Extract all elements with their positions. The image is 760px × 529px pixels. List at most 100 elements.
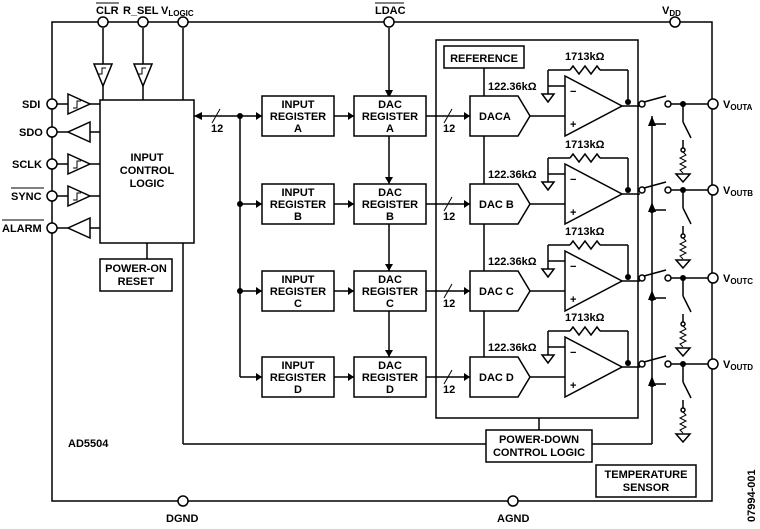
sdi-pin-label: SDI [22, 99, 40, 111]
channel-c-analog: DAC C − + 1713kΩ 122.36kΩ VOUTC [469, 226, 753, 358]
svg-text:+: + [570, 380, 576, 392]
input-register-c-label-3: C [294, 298, 302, 310]
alarm-pin-label: ALARM [2, 223, 42, 235]
sync-pin-label: SYNC [11, 191, 42, 203]
input-register-c-label-1: INPUT [282, 274, 315, 286]
temp-label-2: SENSOR [623, 482, 670, 494]
clr-buffer [92, 63, 114, 100]
sync-pin: SYNC [11, 184, 100, 208]
opamp-c [564, 249, 624, 313]
svg-text:−: − [570, 347, 576, 359]
dac-register-b [353, 183, 427, 225]
channel-b-registers: INPUT REGISTER B DAC REGISTER B 12 [237, 183, 470, 225]
dac-register-c-label-1: DAC [378, 274, 402, 286]
feedback-resistor-a-label: 1713kΩ [565, 51, 605, 63]
figure-id: 07994-001 [746, 469, 758, 522]
reference-label: REFERENCE [450, 53, 518, 65]
channel-a-registers: INPUT REGISTER A DAC REGISTER A 12 [237, 95, 470, 137]
input-register-a [261, 95, 335, 137]
input-register-a-label-1: INPUT [282, 99, 315, 111]
icl-label-1: INPUT [131, 152, 164, 164]
power-on-reset-block [99, 258, 173, 292]
v-logic-pin-label: VLOGIC [161, 5, 194, 18]
dac-register-d-label-3: D [386, 384, 394, 396]
pdcl-label-2: CONTROL LOGIC [493, 447, 585, 459]
icl-label-2: CONTROL [120, 165, 175, 177]
input-register-d-label-2: REGISTER [270, 372, 326, 384]
feedback-resistor-d-label: 1713kΩ [565, 312, 605, 324]
temperature-sensor-block [595, 464, 697, 498]
channel-d-registers: INPUT REGISTER D DAC REGISTER D 12 [240, 356, 470, 398]
vout-d-label: VOUTD [723, 359, 753, 372]
vout-a-label: VOUTA [723, 99, 753, 112]
sclk-pin-label: SCLK [12, 159, 42, 171]
dac-register-b-label-2: REGISTER [362, 199, 418, 211]
sdi-pin: SDI [22, 92, 100, 116]
sdo-pin: SDO [19, 120, 100, 144]
agnd-pin: AGND [497, 495, 529, 525]
input-resistor-a-label: 122.36kΩ [488, 81, 537, 93]
input-register-d [261, 356, 335, 398]
ldac-pin: LDAC [375, 2, 406, 98]
input-resistor-d-label: 122.36kΩ [488, 342, 537, 354]
bus-width-label-a: 12 [443, 123, 455, 135]
dac-d-block [469, 356, 531, 398]
temp-label-1: TEMPERATURE [605, 469, 688, 481]
channel-d-analog: DAC D − + 1713kΩ 122.36kΩ VOUTD [469, 312, 753, 444]
bus-width-label-b: 12 [443, 211, 455, 223]
dac-b-label: DAC B [479, 199, 514, 211]
input-register-c [261, 270, 335, 312]
svg-text:+: + [570, 119, 576, 131]
svg-text:+: + [570, 294, 576, 306]
dac-register-a [353, 95, 427, 137]
input-control-logic-block [99, 99, 195, 244]
ldac-pin-label: LDAC [375, 5, 406, 17]
channel-a-analog: DACA − + 1713kΩ 122.36kΩ VOUTA [469, 51, 753, 184]
opamp-d [564, 335, 624, 399]
input-register-b-label-3: B [294, 211, 302, 223]
r-sel-pin-label: R_SEL [123, 5, 159, 17]
dac-register-c-label-3: C [386, 298, 394, 310]
por-label-1: POWER-ON [105, 263, 167, 275]
dac-section-outline [435, 39, 639, 419]
pdcl-label-1: POWER-DOWN [499, 434, 579, 446]
dac-register-c-label-2: REGISTER [362, 286, 418, 298]
por-label-2: RESET [118, 276, 155, 288]
input-resistor-c-label: 122.36kΩ [488, 256, 537, 268]
input-register-a-label-2: REGISTER [270, 111, 326, 123]
vout-b-label: VOUTB [723, 185, 753, 198]
dac-register-a-label-3: A [386, 123, 394, 135]
dac-a-label: DACA [479, 111, 511, 123]
dac-register-a-label-2: REGISTER [362, 111, 418, 123]
dac-c-block [469, 270, 531, 312]
power-down-control-logic-block [485, 429, 593, 463]
dac-a-block [469, 95, 531, 137]
clr-pin: CLR [96, 2, 119, 64]
r-sel-pin: R_SEL [123, 5, 159, 64]
dac-register-c [353, 270, 427, 312]
svg-text:−: − [570, 261, 576, 273]
dac-register-d-label-2: REGISTER [362, 372, 418, 384]
input-register-d-label-3: D [294, 384, 302, 396]
dgnd-pin: DGND [166, 495, 198, 525]
svg-text:−: − [570, 174, 576, 186]
opamp-a [564, 74, 624, 138]
vdd-pin: VDD [662, 5, 681, 28]
svg-text:+: + [570, 207, 576, 219]
sdo-pin-label: SDO [19, 127, 43, 139]
input-resistor-b-label: 122.36kΩ [488, 169, 537, 181]
clr-pin-label: CLR [96, 5, 119, 17]
input-register-d-label-1: INPUT [282, 360, 315, 372]
icl-label-3: LOGIC [130, 178, 165, 190]
dac-c-label: DAC C [479, 286, 514, 298]
v-logic-pin: VLOGIC [161, 5, 194, 100]
ldac-chain [385, 136, 393, 357]
bus-width-label-c: 12 [443, 298, 455, 310]
channel-b-analog: DAC B − + 1713kΩ 122.36kΩ VOUTB [469, 139, 753, 270]
input-register-b-label-1: INPUT [282, 187, 315, 199]
opamp-b [564, 162, 624, 226]
vdd-pin-label: VDD [662, 5, 681, 18]
dac-b-block [469, 183, 531, 225]
feedback-resistor-b-label: 1713kΩ [565, 139, 605, 151]
chip-outline [51, 21, 713, 502]
